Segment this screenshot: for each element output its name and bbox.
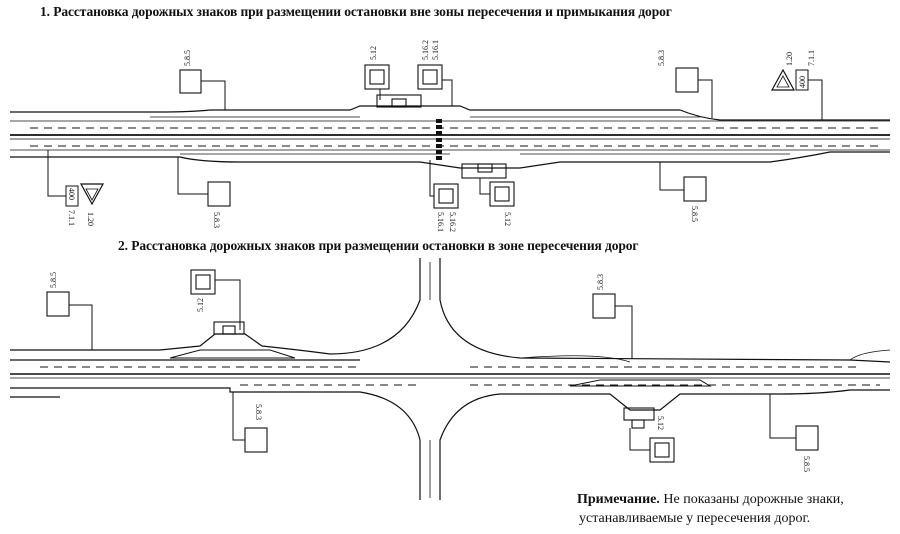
note-label: Примечание. [577,492,660,507]
s2-sign-512-top: 5.12 [190,269,241,330]
label-s2-512: 5.12 [196,298,205,312]
s1-sign-120-bottom: 400 7.1.1 1.20 [47,150,105,226]
s1-sign-583-top: 5.8.3 [657,50,713,118]
label-583b: 5.8.3 [212,212,221,228]
s1-sign-583-bottom: 5.8.3 [177,157,231,228]
label-512b: 5.12 [503,212,512,226]
scheme1-crosswalk [436,119,442,160]
label-5161: 5.16.1 [431,40,440,60]
s1-sign-512-bottom: 5.12 [479,178,515,226]
scheme2-title: 2. Расстановка дорожных знаков при разме… [118,238,639,253]
label-s2-512b: 5.12 [656,416,665,430]
s2-sign-512-bottom: 5.12 [629,416,675,463]
scheme2-road [10,258,891,500]
label-583: 5.8.3 [657,50,666,66]
scheme1-platform-bottom [461,163,507,179]
s1-sign-585-bottom: 5.8.5 [659,162,707,222]
scheme2-platform-top [213,321,245,335]
s2-sign-585-bottom: 5.8.5 [769,394,819,472]
scheme1-platform-top [376,94,422,108]
note: Примечание. Не показаны дорожные знаки, … [577,490,844,528]
note-text-2: устанавливаемые у пересечения дорог. [579,511,811,526]
scheme1-title: 1. Расстановка дорожных знаков при разме… [40,4,672,19]
s2-sign-585-top: 5.8.5 [46,272,93,350]
scheme2-islands [169,349,712,387]
s1-sign-516-bottom: 5.16.1 5.16.2 [429,160,459,232]
label-s2-583: 5.8.3 [596,274,605,290]
note-text-1: Не показаны дорожные знаки, [659,492,844,507]
label-s2-585: 5.8.5 [49,272,58,288]
label-5162: 5.16.2 [421,40,430,60]
label-120b: 1.20 [86,212,95,226]
s1-sign-585-top: 5.8.5 [179,50,226,110]
label-120: 1.20 [785,52,794,66]
label-585: 5.8.5 [183,50,192,66]
s1-sign-516-top: 5.16.2 5.16.1 [417,40,453,106]
scheme1-road [10,105,890,169]
s2-sign-583-top: 5.8.3 [592,274,633,358]
label-512: 5.12 [369,46,378,60]
label-s2-583b: 5.8.3 [254,404,263,420]
label-s2-585b: 5.8.5 [802,456,811,472]
label-585b: 5.8.5 [690,206,699,222]
label-400: 400 [798,76,807,88]
label-5162b: 5.16.2 [448,212,457,232]
label-400b: 400 [67,188,76,200]
s1-sign-512-top: 5.12 [364,46,390,100]
label-5161b: 5.16.1 [436,212,445,232]
label-711: 7.1.1 [807,50,816,66]
s2-sign-583-bottom: 5.8.3 [232,392,268,453]
s1-sign-120-top: 1.20 400 7.1.1 [770,50,823,120]
label-711b: 7.1.1 [67,210,76,226]
scheme2-platform-bottom [623,407,655,429]
